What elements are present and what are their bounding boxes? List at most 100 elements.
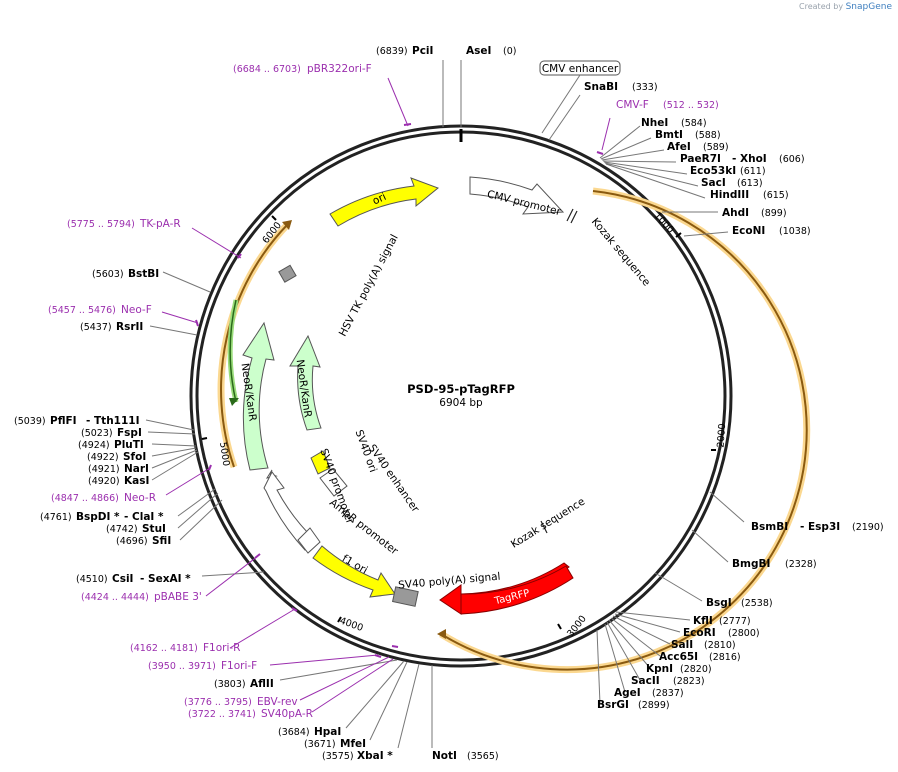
leader-noti-cluster bbox=[279, 659, 433, 749]
enzyme-asei-pos: (0) bbox=[503, 46, 516, 57]
features bbox=[242, 176, 578, 615]
primer-mark-tkpar bbox=[237, 253, 242, 259]
sv40-polya-label: SV40 poly(A) signal bbox=[398, 571, 501, 592]
primer-leader-neor bbox=[165, 467, 211, 496]
enzyme-pcii-name: PciI bbox=[412, 45, 433, 57]
enzyme-ecori-name: EcoRI bbox=[683, 627, 716, 639]
primer-mark-neor bbox=[208, 464, 212, 471]
tick-1000 bbox=[675, 232, 682, 238]
primer-neo-f-name: Neo-F bbox=[121, 304, 152, 316]
enzyme-xhoi-name: - XhoI bbox=[732, 153, 767, 165]
cmv-enhancer-leader bbox=[541, 74, 581, 134]
enzyme-bstbi-pos: (5603) bbox=[92, 269, 124, 280]
primer-ebv-rev-name: EBV-rev bbox=[257, 696, 298, 708]
primer-pbabe3-pos: (4424 .. 4444) bbox=[81, 592, 149, 603]
enzyme-paer7i-name: PaeR7I bbox=[680, 153, 721, 165]
primer-mark-f1orir bbox=[291, 607, 298, 612]
primer-cmv-f-pos: (512 .. 532) bbox=[663, 100, 719, 111]
enzyme-pflfi-name: PflFI bbox=[50, 415, 77, 427]
enzyme-rsrii-pos: (5437) bbox=[80, 322, 112, 333]
enzyme-sali-pos: (2810) bbox=[704, 640, 736, 651]
primer-pbr322ori-f-name: pBR322ori-F bbox=[307, 63, 372, 75]
enzyme-econi-name: EcoNI bbox=[732, 225, 765, 237]
orf-arc-tagrfp bbox=[440, 190, 808, 671]
primer-leader-pbabe bbox=[205, 555, 259, 597]
neo-green-arrow bbox=[229, 398, 239, 406]
ori-arrow bbox=[329, 177, 439, 227]
enzyme-esp3i-name: - Esp3I bbox=[800, 521, 840, 533]
kozak-mark-2 bbox=[540, 520, 548, 534]
leader-bstbi bbox=[162, 271, 211, 293]
primer-pbabe3-name: pBABE 3' bbox=[154, 591, 202, 603]
enzyme-sacii-name: SacII bbox=[631, 675, 660, 687]
enzyme-snabi-name: SnaBI bbox=[584, 81, 618, 93]
sv40-enhancer-box bbox=[319, 468, 348, 497]
orf-arcs bbox=[217, 187, 811, 674]
cmv-enhancer-label: CMV enhancer bbox=[542, 63, 619, 75]
leader-kasi-cluster bbox=[145, 419, 199, 481]
enzyme-clai-name: - ClaI * bbox=[124, 511, 164, 523]
enzyme-ahdi-pos: (899) bbox=[761, 208, 787, 219]
tick-label-2000: 2000 bbox=[716, 423, 729, 448]
scale-ticks bbox=[201, 129, 716, 630]
ampr-promoter-label: AmpR promoter bbox=[327, 497, 401, 558]
enzyme-bstbi-name: BstBI bbox=[128, 268, 159, 280]
ampr-promoter-box bbox=[297, 527, 321, 554]
enzyme-sacii-pos: (2823) bbox=[673, 676, 705, 687]
tick-4000 bbox=[337, 616, 342, 623]
primer-leader-ebvrev bbox=[299, 656, 390, 701]
enzyme-pflfi-pos: (5039) bbox=[14, 416, 46, 427]
enzyme-acc65i-pos: (2816) bbox=[709, 652, 741, 663]
enzyme-nari-name: NarI bbox=[124, 463, 149, 475]
primer-leader-f1orir bbox=[229, 608, 296, 649]
primer-leader-cmvf bbox=[601, 117, 611, 151]
credit-text: Created by bbox=[799, 2, 844, 11]
primer-f1ori-f-name: F1ori-F bbox=[221, 660, 257, 672]
enzyme-tth111i-name: - Tth111I bbox=[86, 415, 140, 427]
leader-bsmbi bbox=[709, 491, 745, 523]
enzyme-nari-pos: (4921) bbox=[88, 464, 120, 475]
plasmid-length: 6904 bp bbox=[439, 397, 483, 409]
enzyme-hindiii-name: HindIII bbox=[710, 189, 749, 201]
enzyme-kfli-name: KflI bbox=[693, 615, 713, 627]
enzyme-csii-name: CsiI bbox=[112, 573, 133, 585]
primer-marks bbox=[195, 123, 604, 658]
enzyme-fspi-name: FspI bbox=[117, 427, 142, 439]
enzyme-bmti-pos: (588) bbox=[695, 130, 721, 141]
enzyme-esp3i-pos: (2190) bbox=[852, 522, 884, 533]
enzyme-sfoi-pos: (4922) bbox=[87, 452, 119, 463]
ori-label: ori bbox=[371, 191, 388, 208]
enzyme-snabi-pos: (333) bbox=[632, 82, 658, 93]
neor-outer-arrow bbox=[242, 321, 275, 471]
primer-sv40pa-r-name: SV40pA-R bbox=[261, 708, 313, 720]
enzyme-bmti-name: BmtI bbox=[655, 129, 683, 141]
enzyme-kpni-name: KpnI bbox=[646, 663, 673, 675]
enzyme-pluti-name: PluTI bbox=[114, 439, 144, 451]
orf-arrow-tagrfp bbox=[437, 629, 446, 639]
primer-f1ori-r-name: F1ori-R bbox=[203, 642, 240, 654]
kozak-mark-1b bbox=[566, 208, 574, 222]
snapgene-credit: Created by SnapGene bbox=[799, 2, 892, 12]
enzyme-bmgbi-pos: (2328) bbox=[785, 559, 817, 570]
enzyme-bspdi-pos: (4761) bbox=[40, 512, 72, 523]
enzyme-bsgi-pos: (2538) bbox=[741, 598, 773, 609]
leader-ecori-cluster bbox=[596, 611, 691, 705]
primer-mark-f1orif bbox=[374, 654, 382, 658]
primer-tk-pa-r-name: TK-pA-R bbox=[139, 218, 181, 230]
primer-cmv-f-name: CMV-F bbox=[616, 99, 649, 111]
enzyme-asei-name: AseI bbox=[466, 45, 491, 57]
tick-label-5000: 5000 bbox=[217, 441, 231, 466]
sv40-polya-box bbox=[391, 586, 419, 607]
enzyme-stui-name: StuI bbox=[142, 523, 166, 535]
primer-leader-neof bbox=[161, 311, 199, 324]
enzyme-bsmbi-name: BsmBI bbox=[751, 521, 788, 533]
enzyme-saci-pos: (613) bbox=[737, 178, 763, 189]
tick-3000 bbox=[557, 623, 562, 630]
snapgene-logo: SnapGene bbox=[845, 2, 892, 12]
primer-f1ori-r-pos: (4162 .. 4181) bbox=[130, 643, 198, 654]
enzyme-hpai-pos: (3684) bbox=[278, 727, 310, 738]
enzyme-nhei-name: NheI bbox=[641, 117, 668, 129]
leader-lines bbox=[145, 60, 745, 749]
enzyme-sfoi-name: SfoI bbox=[123, 451, 146, 463]
